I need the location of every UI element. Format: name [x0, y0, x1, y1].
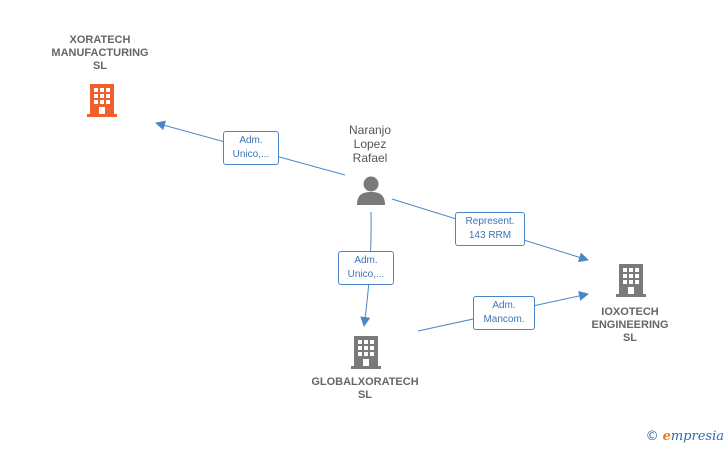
- edge-label-person-ioxotech[interactable]: Represent. 143 RRM: [455, 212, 525, 246]
- edge-label-person-global[interactable]: Adm. Unico,...: [338, 251, 394, 285]
- edge-label-global-ioxotech[interactable]: Adm. Mancom.: [473, 296, 535, 330]
- building-icon[interactable]: [616, 264, 646, 297]
- copyright-symbol: ©: [645, 429, 659, 444]
- node-label-person[interactable]: Naranjo Lopez Rafael: [348, 123, 392, 165]
- node-label-globalxoratech[interactable]: GLOBALXORATECH SL: [311, 376, 419, 401]
- edge-label-person-xoratech[interactable]: Adm. Unico,...: [223, 131, 279, 165]
- brand-name: mpresia: [670, 429, 724, 444]
- node-label-xoratech[interactable]: XORATECH MANUFACTURING SL: [51, 34, 149, 72]
- empresia-watermark: ©empresia: [646, 429, 724, 444]
- node-label-ioxotech[interactable]: IOXOTECH ENGINEERING SL: [591, 306, 669, 344]
- brand-initial: e: [662, 429, 671, 444]
- person-icon[interactable]: [357, 176, 385, 206]
- building-icon[interactable]: [87, 84, 117, 117]
- building-icon[interactable]: [351, 336, 381, 369]
